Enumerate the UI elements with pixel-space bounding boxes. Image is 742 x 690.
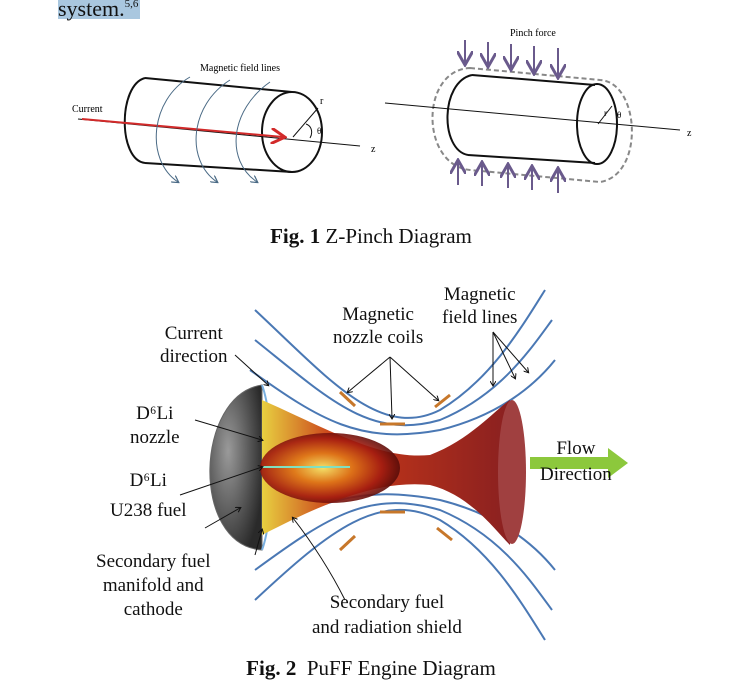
label-theta: θ xyxy=(317,126,321,136)
label-line: Secondary fuel xyxy=(329,592,445,613)
caption-number: Fig. 1 xyxy=(270,224,321,248)
label-line: cathode xyxy=(123,599,183,620)
label-line: direction xyxy=(160,346,228,367)
label-r: r xyxy=(320,96,324,107)
label-line: nozzle xyxy=(130,427,180,448)
pinch-arrows xyxy=(458,40,558,193)
label-line: Magnetic xyxy=(443,284,516,305)
label-z-right: z xyxy=(687,128,692,139)
intro-text: system.5,6 xyxy=(58,0,141,21)
nozzle-coils xyxy=(338,390,453,552)
label-line: manifold and xyxy=(102,575,204,596)
pinch-boundary xyxy=(431,66,633,184)
caption-text: Z-Pinch Diagram xyxy=(320,224,472,248)
label-field-lines-2: Magnetic field lines xyxy=(442,283,517,329)
label-r-right: r xyxy=(604,108,607,118)
caption-text: PuFF Engine Diagram xyxy=(296,656,496,680)
label-current-direction: Current direction xyxy=(160,322,228,368)
label-pinch-force: Pinch force xyxy=(510,28,556,39)
label-line: D⁶Li xyxy=(129,470,167,491)
label-line: and radiation shield xyxy=(312,617,462,638)
flow-arrow xyxy=(530,448,628,478)
current-arrow xyxy=(81,118,283,137)
puff-engine xyxy=(179,289,628,641)
label-line: D⁶Li xyxy=(136,403,174,424)
label-field-lines: Magnetic field lines xyxy=(200,63,280,74)
label-current: Current xyxy=(72,104,103,115)
caption-number: Fig. 2 xyxy=(246,656,297,680)
fig1-caption: Fig. 1 Z-Pinch Diagram xyxy=(0,224,742,249)
label-line: Secondary fuel xyxy=(96,551,211,572)
citation[interactable]: 5,6 xyxy=(124,0,139,10)
label-fuel: D⁶Li U238 fuel xyxy=(110,466,187,526)
fig2-caption: Fig. 2 PuFF Engine Diagram xyxy=(0,656,742,681)
z-axis-right xyxy=(384,102,681,131)
label-z: z xyxy=(371,144,376,155)
label-line: Direction xyxy=(540,464,612,485)
label-secondary-manifold: Secondary fuel manifold and cathode xyxy=(96,550,210,622)
label-theta-right: θ xyxy=(617,110,621,120)
label-line: Flow xyxy=(556,438,596,459)
label-flow-direction: Flow Direction xyxy=(540,436,612,488)
label-secondary-shield: Secondary fuel and radiation shield xyxy=(312,590,462,640)
label-nozzle: D⁶Li nozzle xyxy=(130,402,180,450)
intro-word: system. xyxy=(58,0,125,21)
field-lines xyxy=(155,76,271,182)
label-line: field lines xyxy=(442,307,518,328)
pinch-cylinder xyxy=(446,74,618,165)
label-line: nozzle coils xyxy=(333,327,424,348)
label-line: Magnetic xyxy=(342,304,414,325)
label-line: U238 fuel xyxy=(110,500,187,521)
label-nozzle-coils: Magnetic nozzle coils xyxy=(333,303,423,349)
label-line: Current xyxy=(164,323,223,344)
magnetic-field-lines xyxy=(249,289,556,641)
